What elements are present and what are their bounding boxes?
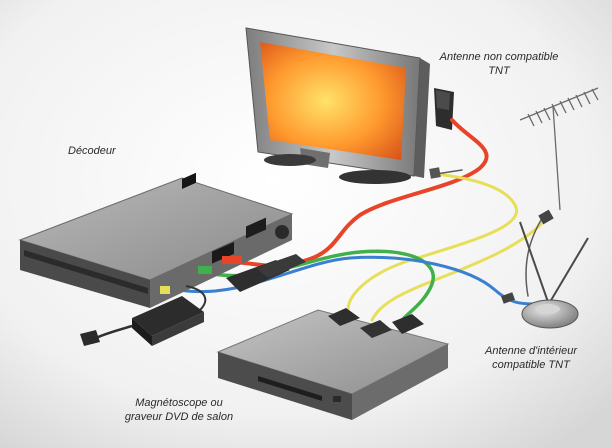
decoder-port-2 — [212, 241, 234, 264]
recorder-label: Magnétoscope ou graveur DVD de salon — [104, 396, 254, 424]
outdoor-antenna — [519, 87, 599, 211]
connectors — [429, 167, 554, 304]
decoder-label-text: Décodeur — [68, 145, 116, 157]
tv-stand-right — [339, 170, 411, 184]
outdoor-antenna-label: Antenne non compatible TNT — [424, 50, 574, 78]
scart-plugs-recorder — [328, 308, 424, 338]
recorder-label-line-1: Magnétoscope ou — [135, 397, 223, 409]
indoor-antenna-label-line-2: compatible TNT — [492, 359, 570, 371]
recorder-side — [352, 344, 448, 420]
decoder-back — [150, 214, 292, 308]
scart-plug-tv — [434, 88, 454, 130]
cable-yellow-1 — [346, 172, 519, 320]
decoder-port-3 — [246, 217, 266, 239]
indoor-antenna-base — [521, 299, 579, 329]
indoor-antenna-label-line-1: Antenne d'intérieur — [485, 345, 577, 357]
recorder-label-line-2: graveur DVD de salon — [124, 411, 234, 423]
recorder-button — [333, 396, 341, 402]
recorder-device — [216, 309, 450, 420]
decoder-knob — [275, 225, 289, 239]
tv-screen — [260, 42, 406, 160]
cable-red — [234, 118, 489, 268]
outdoor-antenna-label-line-2: TNT — [488, 65, 510, 77]
recorder-slot — [258, 376, 322, 401]
indoor-antenna — [519, 221, 589, 329]
television — [245, 27, 430, 184]
scart-plugs-decoder — [160, 254, 306, 294]
decoder-port-1 — [182, 172, 196, 189]
indoor-antenna-label: Antenne d'intérieur compatible TNT — [456, 344, 606, 372]
decoder-front-stripe — [24, 250, 148, 294]
decoder-label: Décodeur — [68, 144, 116, 158]
cable-black-tv — [435, 169, 463, 175]
cable-yellow-2 — [370, 218, 547, 322]
decoder-box — [18, 172, 294, 308]
power-adapter — [80, 285, 207, 346]
tv-side — [414, 58, 430, 178]
tv-stand-left — [264, 154, 316, 166]
outdoor-antenna-label-line-1: Antenne non compatible — [439, 51, 559, 63]
